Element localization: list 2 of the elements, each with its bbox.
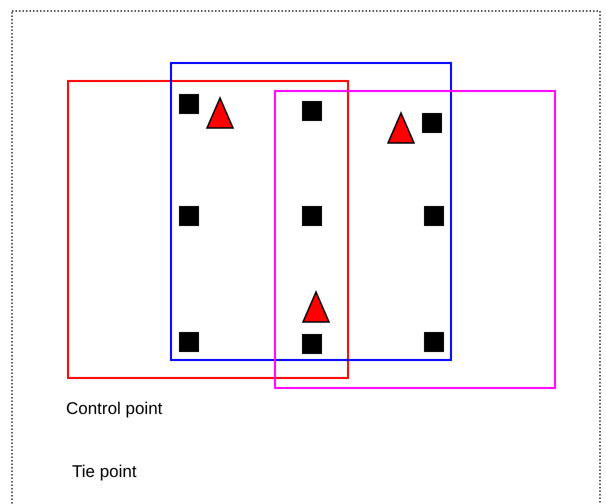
- legend-text: Control point: [66, 399, 162, 419]
- legend-text: Tie point: [72, 462, 137, 482]
